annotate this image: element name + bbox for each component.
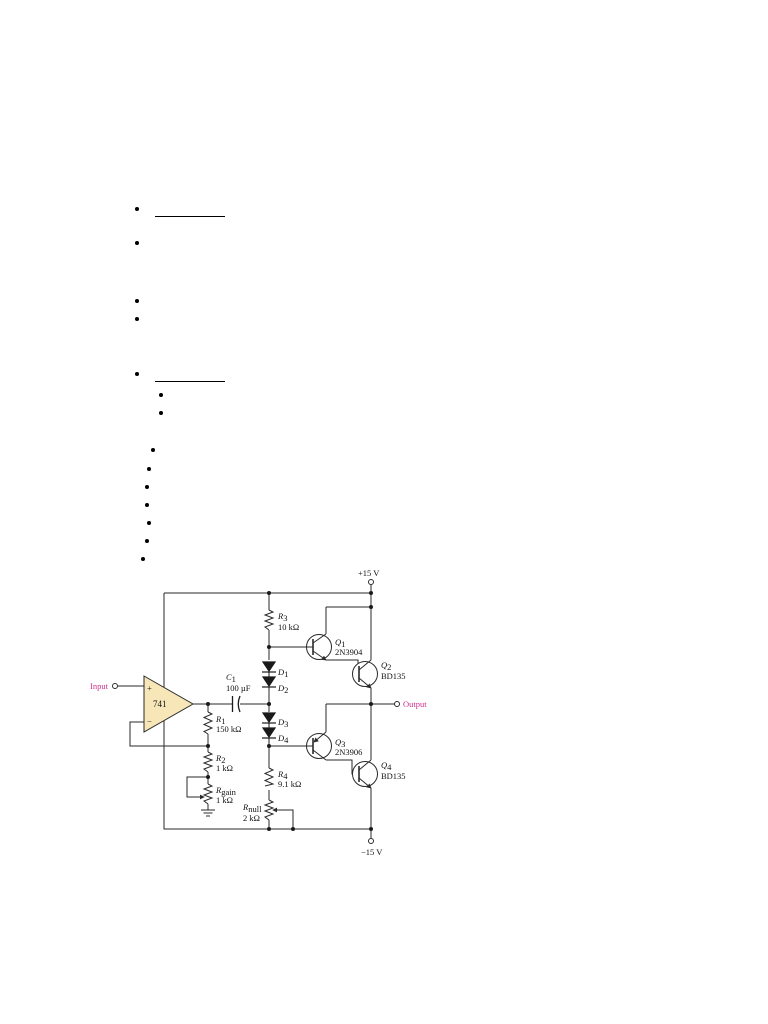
- label-c1: C1 100 µF: [226, 672, 251, 693]
- c1-value: 100 µF: [226, 683, 251, 693]
- bullet: [159, 393, 163, 397]
- junction-dots: [206, 591, 373, 831]
- svg-text:Q4: Q4: [381, 760, 392, 772]
- rail-positive-label: +15 V: [358, 568, 380, 578]
- r1-value: 150 kΩ: [216, 724, 241, 734]
- terminal-positive: [368, 579, 374, 585]
- label-r1: R1 150 kΩ: [215, 714, 241, 734]
- label-q2: Q2 BD135: [381, 660, 406, 681]
- transistors: [306, 633, 378, 789]
- bullet: [145, 503, 149, 507]
- svg-text:Q2: Q2: [381, 660, 391, 672]
- bullet: [141, 557, 145, 561]
- opamp-plus: +: [147, 683, 152, 693]
- resistor-rgain: [202, 783, 214, 805]
- op-amp: [143, 675, 195, 733]
- input-label: Input: [90, 681, 109, 691]
- wires: [118, 585, 394, 838]
- q4-part: BD135: [381, 771, 406, 781]
- svg-text:Q3: Q3: [335, 737, 345, 749]
- label-r3: R3 10 kΩ: [277, 611, 299, 632]
- bullet: [145, 539, 149, 543]
- opamp-label: 741: [153, 699, 167, 709]
- label-d1: D1: [277, 667, 288, 679]
- label-q1: Q1 2N3904: [335, 637, 363, 657]
- resistors: [202, 609, 275, 821]
- bullet: [159, 411, 163, 415]
- bullet: [135, 372, 139, 376]
- output-label: Output: [403, 699, 427, 709]
- diode-d4: [261, 727, 277, 739]
- svg-text:C1: C1: [226, 672, 236, 684]
- heading-underline: [155, 381, 225, 382]
- resistor-r2: [202, 751, 214, 773]
- transistor-q4: [352, 759, 378, 789]
- bullet: [151, 448, 155, 452]
- diode-d3: [261, 712, 277, 724]
- label-r4: R4 9.1 kΩ: [277, 769, 301, 789]
- bullet: [147, 521, 151, 525]
- opamp-minus: −: [147, 716, 152, 726]
- q3-part: 2N3906: [335, 747, 362, 757]
- resistor-r3: [263, 609, 275, 631]
- rail-negative-label: −15 V: [361, 847, 383, 857]
- bullet: [135, 317, 139, 321]
- bullet: [145, 485, 149, 489]
- label-q3: Q3 2N3906: [335, 737, 362, 757]
- label-d4: D4: [277, 733, 289, 745]
- svg-text:R2: R2: [215, 753, 225, 765]
- r2-value: 1 kΩ: [216, 763, 233, 773]
- r4-value: 9.1 kΩ: [278, 779, 301, 789]
- bullet: [135, 207, 139, 211]
- diode-d2: [261, 676, 277, 688]
- labels: +15 V −15 V Input Output 741 + − C1 100 …: [90, 568, 427, 857]
- resistor-rnull: [263, 799, 275, 821]
- svg-text:Rgain: Rgain: [215, 785, 237, 797]
- terminal-output: [394, 701, 400, 707]
- label-d2: D2: [277, 683, 288, 695]
- bullet: [135, 299, 139, 303]
- transistor-q1: [306, 633, 359, 674]
- label-rnull: Rnull 2 kΩ: [242, 802, 262, 823]
- terminal-input: [112, 683, 118, 689]
- ground-symbol: [201, 809, 215, 817]
- q1-part: 2N3904: [335, 647, 363, 657]
- diode-d1: [261, 661, 277, 673]
- resistor-r4: [263, 767, 275, 787]
- svg-text:R3: R3: [277, 611, 287, 623]
- svg-text:Rnull: Rnull: [242, 802, 262, 814]
- terminal-negative: [368, 838, 374, 844]
- label-rgain: Rgain 1 kΩ: [215, 785, 237, 805]
- svg-text:Q1: Q1: [335, 637, 345, 649]
- label-r2: R2 1 kΩ: [215, 753, 233, 773]
- heading-underline: [155, 216, 225, 217]
- bullet: [147, 467, 151, 471]
- svg-text:R1: R1: [215, 714, 225, 726]
- r3-value: 10 kΩ: [278, 622, 299, 632]
- resistor-r1: [202, 711, 214, 735]
- diodes: [261, 661, 277, 742]
- svg-text:R4: R4: [277, 769, 288, 781]
- label-q4: Q4 BD135: [381, 760, 406, 781]
- transistor-q2: [352, 659, 378, 689]
- rgain-value: 1 kΩ: [216, 795, 233, 805]
- label-d3: D3: [277, 717, 288, 729]
- capacitor-c1: [231, 695, 241, 713]
- q2-part: BD135: [381, 671, 406, 681]
- rnull-value: 2 kΩ: [243, 813, 260, 823]
- bullet: [135, 241, 139, 245]
- terminals: [112, 579, 400, 844]
